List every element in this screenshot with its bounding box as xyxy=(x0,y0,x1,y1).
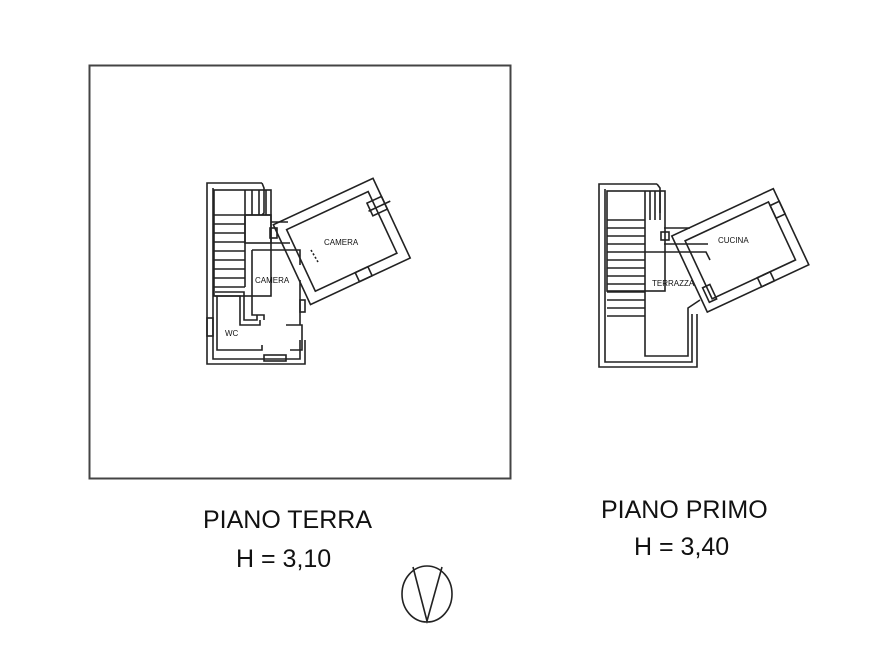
plan-title-piano-terra: PIANO TERRA xyxy=(203,506,373,534)
plan-height-piano-primo: H = 3,40 xyxy=(634,533,730,561)
lot-boundary xyxy=(88,64,512,480)
plan-piano-primo xyxy=(598,183,810,368)
plan-title-piano-primo: PIANO PRIMO xyxy=(601,496,768,524)
plan-piano-terra xyxy=(206,177,412,365)
room-label-terrazza: TERRAZZA xyxy=(652,279,695,288)
plan-height-piano-terra: H = 3,10 xyxy=(236,545,332,573)
room-label-wc: WC xyxy=(225,329,239,338)
room-label-camera-1: CAMERA xyxy=(324,238,359,247)
north-arrow-icon xyxy=(401,565,453,625)
room-label-camera-2: CAMERA xyxy=(255,276,290,285)
room-label-cucina: CUCINA xyxy=(718,236,749,245)
